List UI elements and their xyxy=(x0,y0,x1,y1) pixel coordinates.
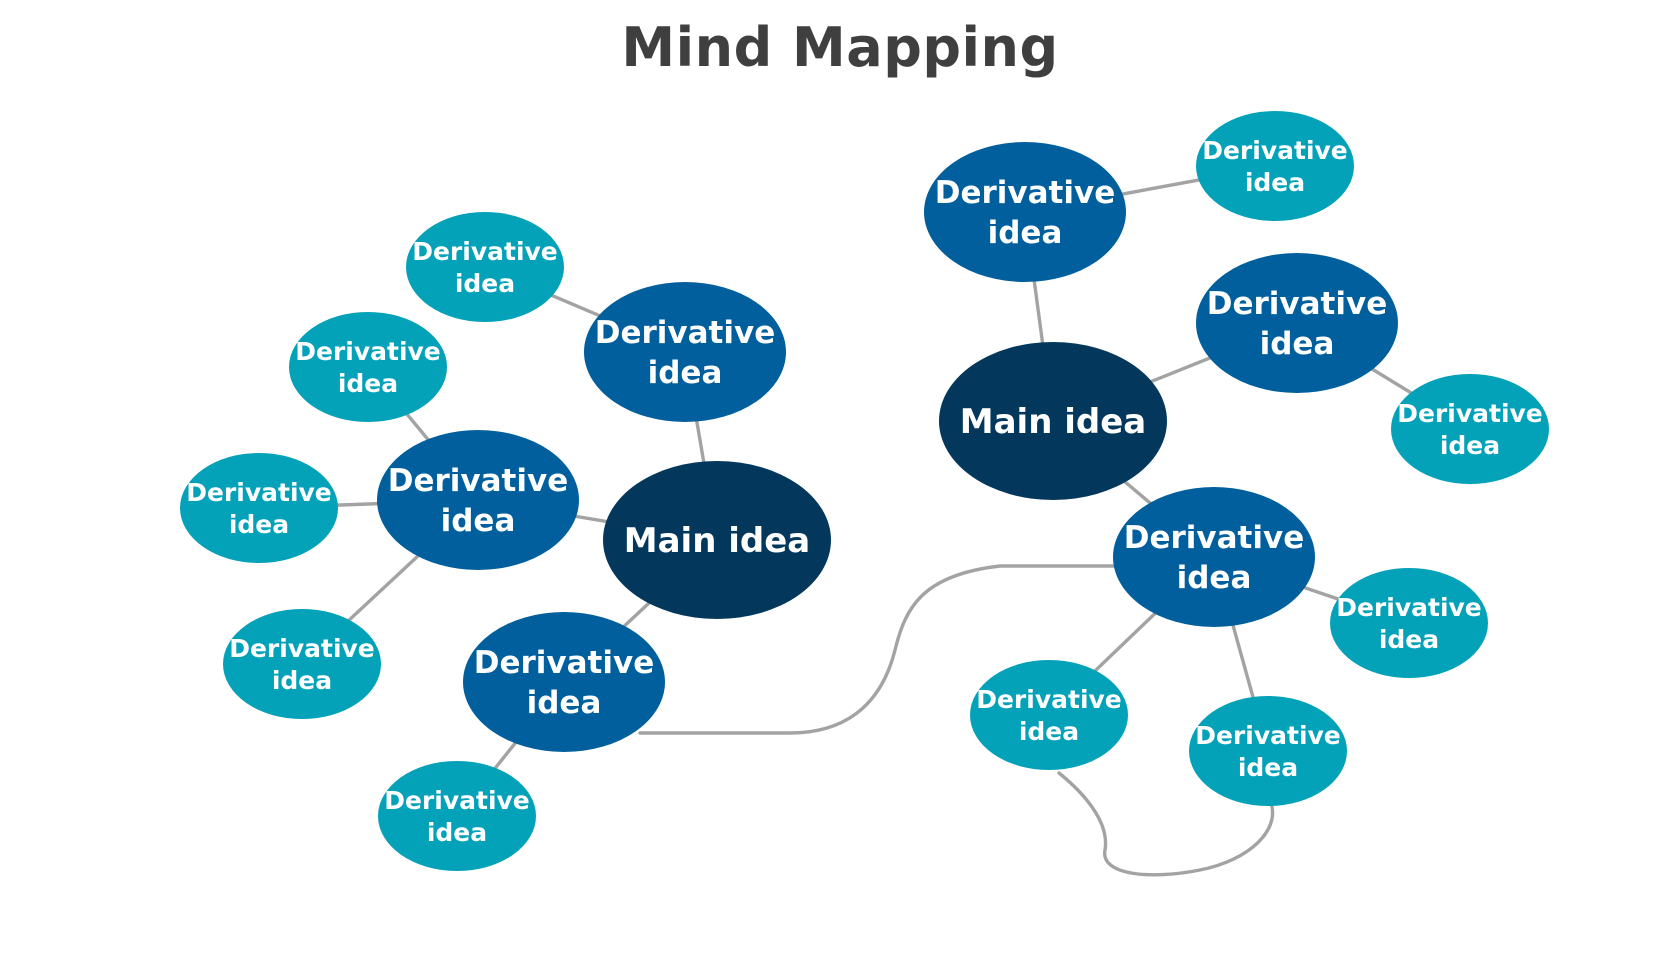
derivative-idea-leaf: Derivative idea xyxy=(180,453,338,563)
derivative-idea-branch: Derivative idea xyxy=(584,282,786,422)
derivative-idea-leaf-label: idea xyxy=(427,818,487,847)
derivative-idea-leaf: Derivative idea xyxy=(378,761,536,871)
derivative-idea-leaf-label: Derivative xyxy=(1195,721,1341,750)
derivative-idea-leaf-label: idea xyxy=(338,369,398,398)
derivative-idea-leaf: Derivative idea xyxy=(1189,696,1347,806)
derivative-idea-leaf: Derivative idea xyxy=(1391,374,1549,484)
derivative-idea-branch: Derivative idea xyxy=(463,612,665,752)
derivative-idea-leaf-label: Derivative xyxy=(186,478,332,507)
derivative-idea-leaf-label: Derivative xyxy=(976,685,1122,714)
diagram-title: Mind Mapping xyxy=(621,16,1059,79)
derivative-idea-branch-shape xyxy=(1113,487,1315,627)
derivative-idea-leaf: Derivative idea xyxy=(223,609,381,719)
connector-between-clusters xyxy=(638,564,1118,735)
derivative-idea-leaf-shape xyxy=(970,660,1128,770)
derivative-idea-branch-label: idea xyxy=(527,685,602,721)
main-idea-node-shape xyxy=(939,342,1167,500)
derivative-idea-branch: Derivative idea xyxy=(1113,487,1315,627)
derivative-idea-leaf-label: Derivative xyxy=(295,337,441,366)
derivative-idea-leaf-label: idea xyxy=(272,666,332,695)
derivative-idea-leaf-label: idea xyxy=(1238,753,1298,782)
main-idea-node-label: Main idea xyxy=(624,521,810,561)
derivative-idea-branch-shape xyxy=(924,142,1126,282)
derivative-idea-leaf: Derivative idea xyxy=(970,660,1128,770)
derivative-idea-leaf-shape xyxy=(1196,111,1354,221)
derivative-idea-branch-shape xyxy=(584,282,786,422)
derivative-idea-leaf-label: idea xyxy=(1245,168,1305,197)
derivative-idea-leaf-label: Derivative xyxy=(412,237,558,266)
derivative-idea-leaf-shape xyxy=(289,312,447,422)
derivative-idea-branch-label: Derivative xyxy=(1207,286,1387,322)
derivative-idea-leaf-label: idea xyxy=(1019,717,1079,746)
derivative-idea-branch-label: idea xyxy=(648,355,723,391)
main-idea-node: Main idea xyxy=(939,342,1167,500)
derivative-idea-branch-label: idea xyxy=(441,503,516,539)
derivative-idea-leaf-shape xyxy=(378,761,536,871)
derivative-idea-branch-label: idea xyxy=(1177,560,1252,596)
derivative-idea-branch: Derivative idea xyxy=(377,430,579,570)
connector-between-leaves xyxy=(1057,771,1275,877)
derivative-idea-leaf-shape xyxy=(223,609,381,719)
derivative-idea-branch-label: Derivative xyxy=(1124,520,1304,556)
derivative-idea-leaf-label: Derivative xyxy=(1202,136,1348,165)
derivative-idea-branch-shape xyxy=(377,430,579,570)
derivative-idea-leaf-shape xyxy=(180,453,338,563)
derivative-idea-leaf-shape xyxy=(1189,696,1347,806)
derivative-idea-branch-label: idea xyxy=(988,215,1063,251)
main-idea-node: Main idea xyxy=(603,461,831,619)
derivative-idea-branch-shape xyxy=(463,612,665,752)
derivative-idea-leaf: Derivative idea xyxy=(289,312,447,422)
derivative-idea-leaf-label: Derivative xyxy=(1397,399,1543,428)
derivative-idea-branch: Derivative idea xyxy=(1196,253,1398,393)
main-idea-node-label: Main idea xyxy=(960,402,1146,442)
main-idea-node-shape xyxy=(603,461,831,619)
derivative-idea-leaf-shape xyxy=(406,212,564,322)
derivative-idea-branch-label: Derivative xyxy=(474,645,654,681)
derivative-idea-leaf-label: Derivative xyxy=(384,786,530,815)
derivative-idea-leaf-label: idea xyxy=(1379,625,1439,654)
derivative-idea-branch-label: Derivative xyxy=(595,315,775,351)
derivative-idea-leaf-label: idea xyxy=(229,510,289,539)
nodes: DerivativeideaDerivativeideaDerivativeid… xyxy=(180,111,1549,871)
derivative-idea-leaf-shape xyxy=(1330,568,1488,678)
derivative-idea-leaf-shape xyxy=(1391,374,1549,484)
derivative-idea-leaf: Derivative idea xyxy=(1330,568,1488,678)
derivative-idea-leaf-label: Derivative xyxy=(1336,593,1482,622)
derivative-idea-leaf-label: Derivative xyxy=(229,634,375,663)
derivative-idea-branch-label: Derivative xyxy=(935,175,1115,211)
derivative-idea-leaf-label: idea xyxy=(1440,431,1500,460)
derivative-idea-branch: Derivative idea xyxy=(924,142,1126,282)
derivative-idea-leaf: Derivative idea xyxy=(1196,111,1354,221)
derivative-idea-branch-label: idea xyxy=(1260,326,1335,362)
derivative-idea-leaf-label: idea xyxy=(455,269,515,298)
derivative-idea-branch-shape xyxy=(1196,253,1398,393)
derivative-idea-leaf: Derivative idea xyxy=(406,212,564,322)
derivative-idea-branch-label: Derivative xyxy=(388,463,568,499)
